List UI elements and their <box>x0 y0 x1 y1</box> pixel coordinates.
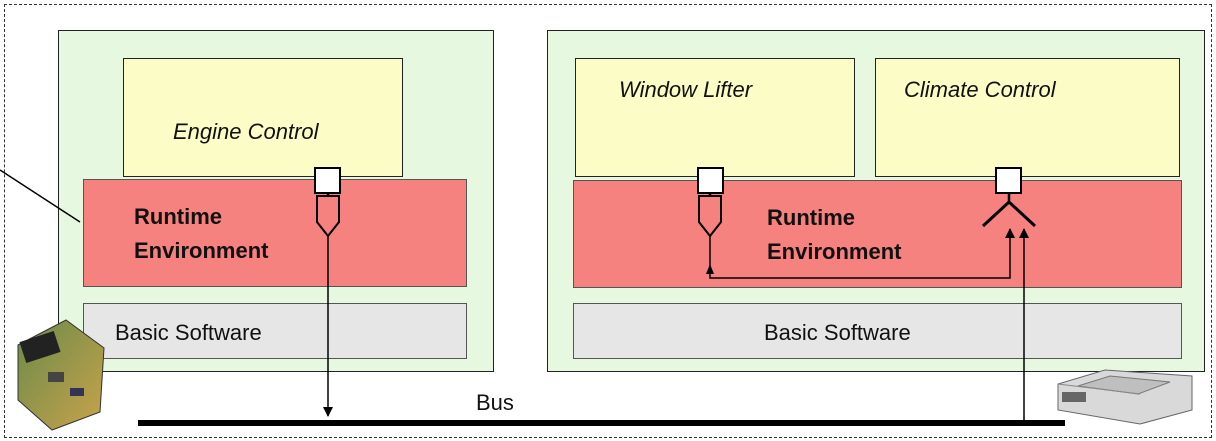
rte-label-line1: Runtime <box>134 204 222 229</box>
bsw-label: Basic Software <box>764 320 911 345</box>
bsw-ecu-body: Basic Software <box>573 303 1182 359</box>
rte-label: Runtime Environment <box>134 200 268 268</box>
rte-label-line2: Environment <box>767 239 902 264</box>
component-engine-control: Engine Control <box>123 58 403 177</box>
port-icon <box>697 167 724 194</box>
rte-label: Runtime Environment <box>767 201 901 269</box>
callout-line <box>0 169 81 223</box>
component-climate-control: Climate Control <box>875 58 1180 177</box>
bsw-ecu-engine: Basic Software <box>83 303 467 359</box>
vehicle-system-boundary <box>4 4 1212 438</box>
port-icon <box>314 167 341 194</box>
ecu-hardware-image <box>17 319 105 431</box>
ecu-housing-image <box>1057 369 1193 425</box>
rte-ecu-body: Runtime Environment <box>573 180 1182 288</box>
rte-ecu-engine: Runtime Environment <box>83 179 467 287</box>
sender-interface-icon <box>316 195 340 238</box>
bus-line <box>138 420 1065 426</box>
port-icon <box>995 167 1022 194</box>
component-label: Climate Control <box>904 77 1056 102</box>
component-label: Window Lifter <box>619 77 753 102</box>
rte-label-line2: Environment <box>134 238 269 263</box>
bus-label: Bus <box>476 390 514 415</box>
bsw-label: Basic Software <box>115 320 262 345</box>
receiver-interface-icon <box>981 199 1037 228</box>
rte-label-line1: Runtime <box>767 205 855 230</box>
component-label: Engine Control <box>173 119 319 144</box>
internal-signal-arrow <box>709 228 1015 279</box>
sender-interface-icon <box>698 195 722 238</box>
